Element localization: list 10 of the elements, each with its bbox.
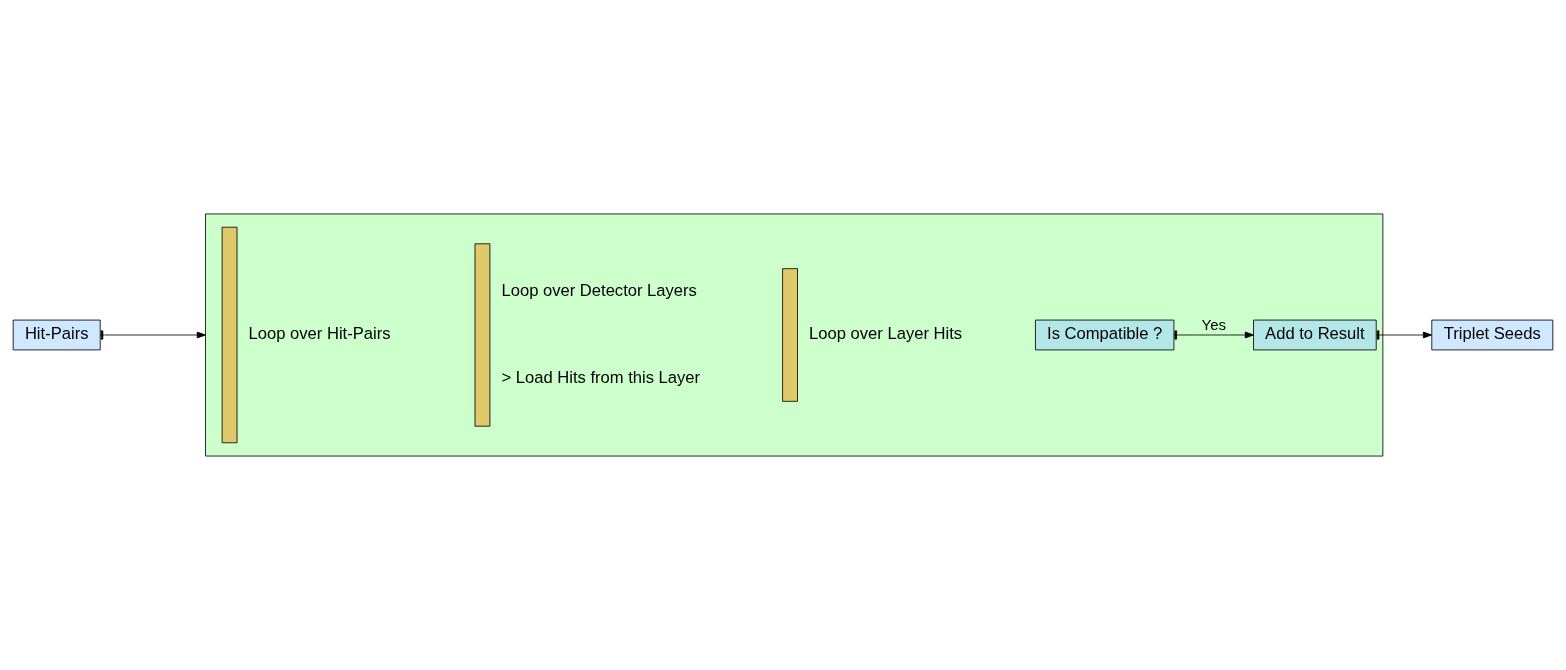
node-label: Loop over Layer Hits (809, 324, 963, 344)
node-label: Loop over Detector Layers (501, 280, 697, 300)
node-box: Add to Result (1253, 319, 1377, 351)
edge-label: Yes (1201, 316, 1226, 334)
node-box: Hit-Pairs (12, 319, 101, 351)
node-box: Triplet Seeds (1431, 319, 1554, 351)
node-label: > Load Hits from this Layer (501, 367, 701, 387)
arrow (1173, 330, 1254, 340)
node-label: Loop over Hit-Pairs (248, 324, 391, 344)
arrow (1376, 330, 1433, 340)
